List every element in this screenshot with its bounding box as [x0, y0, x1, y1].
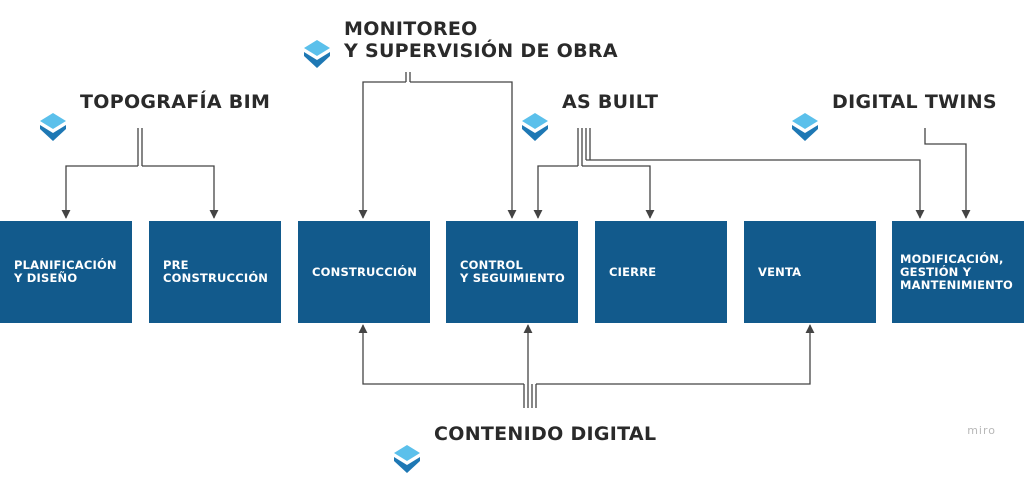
phase-box-control: CONTROL Y SEGUIMIENTO: [446, 221, 578, 323]
arrow-asbuilt-to-control: [533, 165, 578, 219]
arrow-topografia-to-preconstruccion: [142, 165, 219, 219]
tech-contenido-digital: CONTENIDO DIGITAL: [394, 423, 657, 473]
layers-icon: [394, 423, 420, 473]
layers-icon: [792, 91, 818, 141]
monitoreo-stem: [405, 72, 411, 82]
arrow-contenido-to-venta: [536, 324, 815, 385]
layers-icon: [304, 18, 330, 68]
layers-icon: [522, 91, 548, 141]
tech-topografia: TOPOGRAFÍA BIM: [40, 91, 271, 141]
arrow-topografia-to-planificacion: [61, 165, 138, 219]
tech-label: CONTENIDO DIGITAL: [434, 423, 657, 445]
phase-label: PLANIFICACIÓN Y DISEÑO: [14, 258, 117, 285]
asbuilt-stems: [577, 128, 591, 166]
phase-box-modificacion: MODIFICACIÓN, GESTIÓN Y MANTENIMIENTO: [892, 221, 1024, 323]
arrow-asbuilt-to-cierre: [582, 165, 655, 219]
phase-box-cierre: CIERRE: [595, 221, 727, 323]
phase-label: CIERRE: [609, 264, 657, 279]
arrow-monitoreo-to-control: [410, 81, 517, 219]
tech-label: TOPOGRAFÍA BIM: [80, 91, 271, 113]
arrow-contenido-to-construccion: [358, 324, 524, 385]
tech-label: AS BUILT: [562, 91, 659, 113]
connector-lines: [61, 72, 971, 408]
topografia-stem: [137, 128, 143, 166]
tech-label: DIGITAL TWINS: [832, 91, 997, 113]
contenido-stems: [523, 384, 537, 408]
phase-label: CONTROL Y SEGUIMIENTO: [460, 258, 565, 285]
tech-label: MONITOREO Y SUPERVISIÓN DE OBRA: [344, 18, 618, 62]
arrow-monitoreo-to-construccion: [358, 81, 406, 219]
miro-watermark: miro: [967, 424, 996, 437]
phase-label: CONSTRUCCIÓN: [312, 264, 418, 279]
phase-box-planificacion: PLANIFICACIÓN Y DISEÑO: [0, 221, 132, 323]
phase-box-venta: VENTA: [744, 221, 876, 323]
phase-box-preconstruccion: PRE CONSTRUCCIÓN: [149, 221, 281, 323]
tech-as-built: AS BUILT: [522, 91, 659, 141]
tech-monitoreo: MONITOREO Y SUPERVISIÓN DE OBRA: [304, 18, 618, 68]
tech-digital-twins: DIGITAL TWINS: [792, 91, 997, 141]
layers-icon: [40, 91, 66, 141]
phase-label: PRE CONSTRUCCIÓN: [163, 258, 269, 285]
phase-label: MODIFICACIÓN, GESTIÓN Y MANTENIMIENTO: [900, 251, 1013, 292]
arrow-asbuilt-to-modificacion: [586, 159, 925, 219]
phase-label: VENTA: [758, 264, 802, 279]
arrow-digitaltwins-to-modificacion: [924, 128, 971, 219]
phase-box-construccion: CONSTRUCCIÓN: [298, 221, 430, 323]
